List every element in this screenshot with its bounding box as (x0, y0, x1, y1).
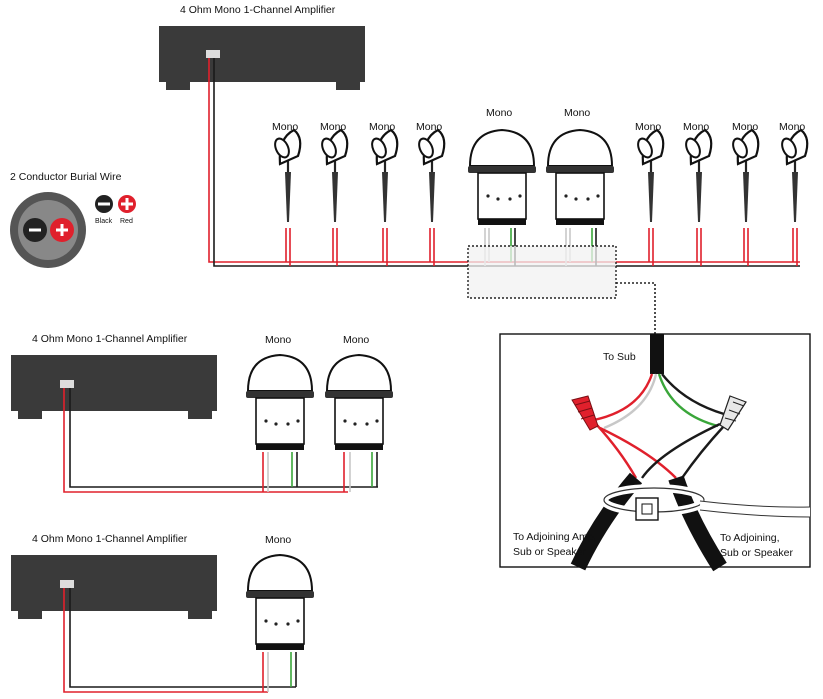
middle-speaker-2: Mono (324, 334, 394, 451)
bottom-amplifier (11, 555, 217, 619)
legend-black-label: Black (95, 218, 113, 225)
zip-tie-icon (600, 484, 811, 521)
detail-to-adjoining-line2: Sub or Speaker (720, 547, 793, 559)
top-speaker-7: Mono (634, 121, 665, 224)
speaker-label: Mono (564, 107, 590, 119)
top-speaker-3: Mono (368, 121, 399, 224)
bottom-speaker-1: Mono (245, 534, 315, 651)
top-speaker-5: Mono (467, 107, 537, 226)
wire-nut-icon (571, 395, 599, 431)
burial-wire-legend (10, 192, 86, 268)
top-speaker-6: Mono (545, 107, 615, 226)
middle-amp-label: 4 Ohm Mono 1-Channel Amplifier (32, 333, 188, 345)
middle-wiring (63, 388, 378, 493)
top-amp-label: 4 Ohm Mono 1-Channel Amplifier (180, 4, 336, 16)
speaker-label: Mono (265, 534, 291, 546)
top-speaker-2: Mono (318, 121, 349, 224)
minus-icon (95, 195, 113, 213)
speaker-label: Mono (265, 334, 291, 346)
legend-red-label: Red (120, 218, 133, 225)
detail-to-amp-line2: Sub or Speaker (513, 546, 586, 558)
plus-icon (118, 195, 136, 213)
wire-nut-icon (719, 395, 747, 431)
top-amplifier (159, 26, 365, 90)
top-speaker-8: Mono (682, 121, 713, 224)
top-speaker-10: Mono (778, 121, 809, 224)
detail-to-adjoining-line1: To Adjoining, (720, 532, 780, 544)
top-speaker-4: Mono (415, 121, 446, 224)
wiring-detail-panel: To Sub To Adjoining Amp, Sub or Speaker … (499, 333, 811, 572)
bottom-wiring (63, 588, 297, 693)
top-speaker-1: Mono (271, 121, 302, 224)
middle-amplifier (11, 355, 217, 419)
legend-title: 2 Conductor Burial Wire (10, 171, 122, 183)
detail-to-sub: To Sub (603, 351, 636, 363)
top-speaker-9: Mono (729, 121, 760, 224)
speaker-label: Mono (486, 107, 512, 119)
detail-to-amp-line1: To Adjoining Amp, (513, 531, 596, 543)
middle-speaker-1: Mono (245, 334, 315, 451)
speaker-label: Mono (343, 334, 369, 346)
detail-callout (467, 245, 656, 334)
bottom-amp-label: 4 Ohm Mono 1-Channel Amplifier (32, 533, 188, 545)
